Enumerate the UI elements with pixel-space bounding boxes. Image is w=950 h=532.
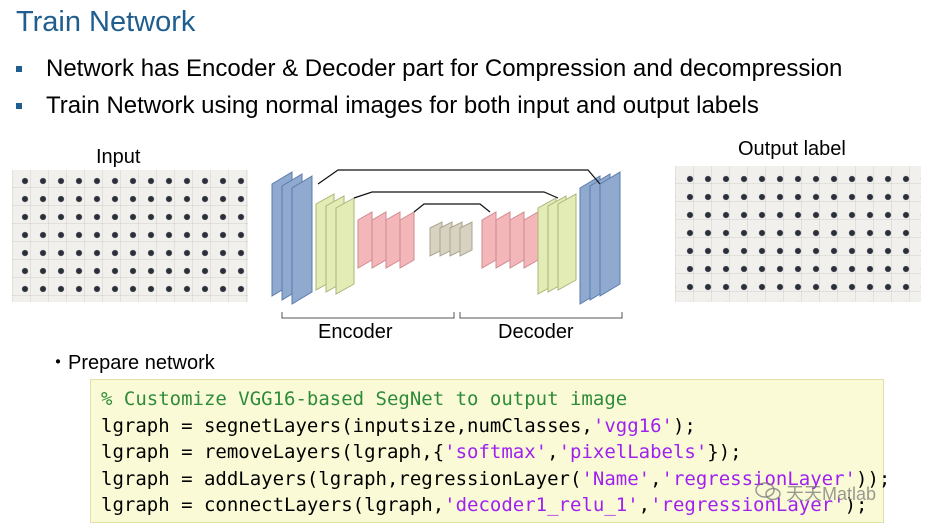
code-string: 'pixelLabels' [558, 441, 708, 463]
code-text: lgraph = removeLayers(lgraph,{ [101, 441, 445, 463]
wechat-icon [755, 482, 781, 501]
code-block: % Customize VGG16-based SegNet to output… [90, 379, 890, 523]
bullet-text: Network has Encoder & Decoder part for C… [46, 55, 843, 82]
decoder-pink-blocks [481, 211, 539, 269]
code-text: ); [672, 414, 696, 437]
skip-connections [317, 169, 601, 213]
encoder-label: Encoder [318, 321, 393, 343]
code-text: , [650, 467, 662, 490]
decoder-label: Decoder [498, 321, 574, 343]
output-label: Output label [738, 138, 846, 160]
code-string: 'vgg16' [592, 414, 673, 437]
code-string: 'Name' [581, 467, 651, 490]
code-string: 'regressionLayer' [661, 467, 856, 490]
bullet-list: Network has Encoder & Decoder part for C… [16, 52, 842, 126]
prepare-network-heading: ・Prepare network [48, 352, 215, 374]
decoder-blue-blocks [579, 171, 621, 305]
code-text: }); [707, 441, 742, 463]
bullet-item: Network has Encoder & Decoder part for C… [16, 52, 842, 89]
slide-title: Train Network [16, 6, 196, 38]
input-label: Input [96, 146, 141, 168]
bullet-text: Train Network using normal images for bo… [46, 92, 759, 119]
bullet-item: Train Network using normal images for bo… [16, 89, 842, 126]
bullet-square-icon [16, 66, 22, 72]
output-dot-image [675, 166, 921, 302]
code-text: lgraph = addLayers(lgraph,regressionLaye… [101, 467, 582, 490]
input-dot-image [12, 170, 248, 302]
segnet-diagram [271, 169, 623, 319]
code-text: , [547, 441, 559, 463]
code-text: lgraph = segnetLayers(inputsize,numClass… [101, 414, 593, 437]
code-string: 'decoder1_relu_1' [444, 494, 639, 516]
code-text: , [638, 494, 651, 516]
code-string: 'regressionLayer' [650, 494, 845, 516]
encoder-green-blocks [315, 193, 355, 295]
code-text: )); [856, 467, 891, 490]
watermark-text: 天天Matlab [786, 484, 877, 504]
code-text: lgraph = connectLayers(lgraph, [101, 494, 445, 516]
bottleneck-gray-blocks [429, 221, 473, 257]
code-string: 'softmax' [444, 441, 548, 463]
bullet-square-icon [16, 103, 22, 109]
code-comment: % Customize VGG16-based SegNet to output… [101, 388, 628, 410]
code-text: ); [844, 494, 868, 516]
decoder-green-blocks [537, 193, 577, 295]
encoder-pink-blocks [357, 211, 415, 269]
encoder-blue-blocks [271, 171, 313, 305]
encoder-decoder-brackets [281, 312, 623, 319]
